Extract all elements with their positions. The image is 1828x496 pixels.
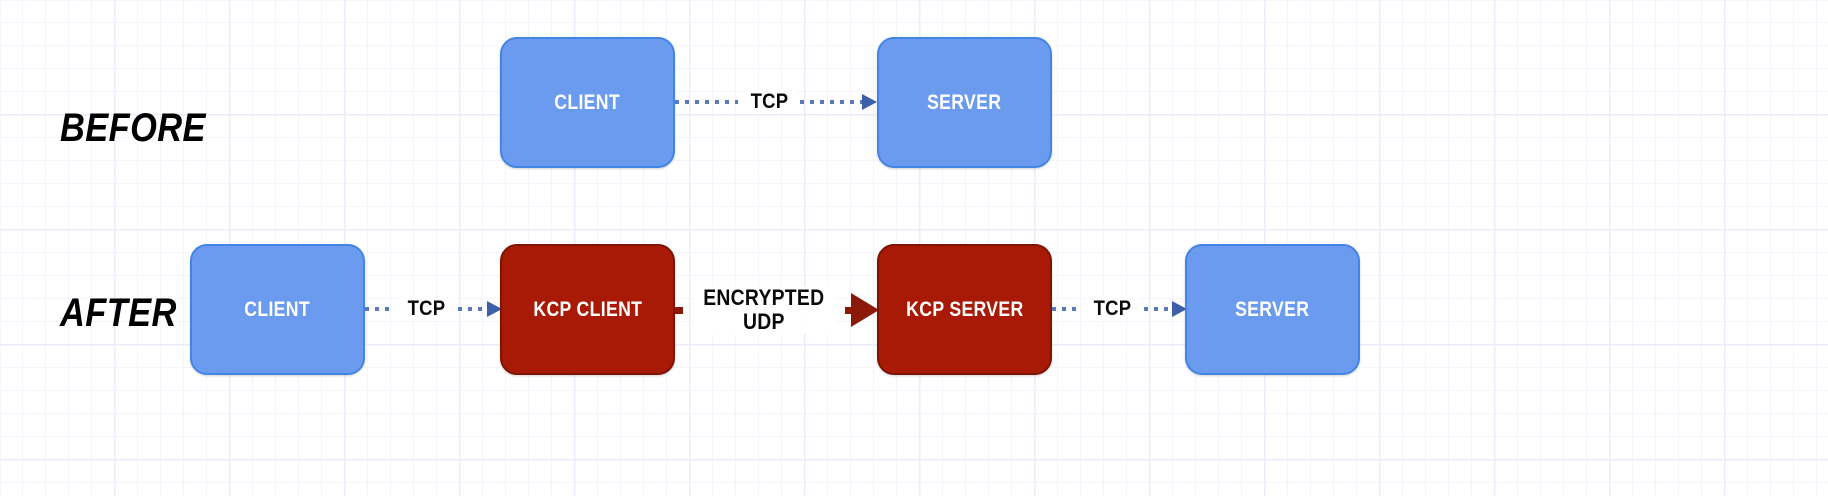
dotted-line-segment-left [1052, 307, 1082, 311]
dotted-line-segment-right [1143, 307, 1173, 311]
connector-label-encrypted-udp-line1: ENCRYPTED [703, 285, 825, 311]
node-label-after-kcp-client: KCP CLIENT [533, 297, 642, 321]
connector-label-encrypted-udp-line2: UDP [743, 309, 785, 334]
connector-label-after-tcp-left: TCP [398, 297, 455, 321]
thick-line-segment-right [844, 306, 854, 314]
connector-before-tcp: TCP [675, 87, 877, 117]
node-after-kcp-server[interactable]: KCP SERVER [877, 244, 1052, 375]
thick-arrow-head-icon [851, 293, 880, 327]
node-label-after-kcp-server: KCP SERVER [905, 297, 1024, 321]
section-label-after: AFTER [60, 291, 177, 335]
node-after-server[interactable]: SERVER [1185, 244, 1360, 375]
node-after-client[interactable]: CLIENT [190, 244, 365, 375]
connector-encrypted-udp: ENCRYPTED UDP [675, 276, 880, 344]
node-label-after-client: CLIENT [244, 297, 311, 321]
dotted-line-segment-left [675, 100, 738, 104]
node-after-kcp-client[interactable]: KCP CLIENT [500, 244, 675, 375]
connector-after-tcp-right: TCP [1052, 294, 1187, 324]
arrow-head-icon [862, 94, 877, 110]
dotted-line-segment-left [365, 307, 396, 311]
connector-label-encrypted-udp: ENCRYPTED UDP [692, 285, 836, 334]
node-label-before-client: CLIENT [554, 90, 621, 114]
connector-after-tcp-left: TCP [365, 294, 502, 324]
node-before-server[interactable]: SERVER [877, 37, 1052, 168]
connector-label-before-tcp: TCP [741, 90, 797, 114]
thick-line-segment-left [675, 306, 684, 314]
dotted-line-segment-right [457, 307, 488, 311]
connector-label-after-tcp-right: TCP [1084, 297, 1141, 321]
node-before-client[interactable]: CLIENT [500, 37, 675, 168]
node-label-before-server: SERVER [927, 90, 1002, 114]
node-label-after-server: SERVER [1235, 297, 1310, 321]
dotted-line-segment-right [800, 100, 863, 104]
section-label-before: BEFORE [60, 106, 206, 150]
